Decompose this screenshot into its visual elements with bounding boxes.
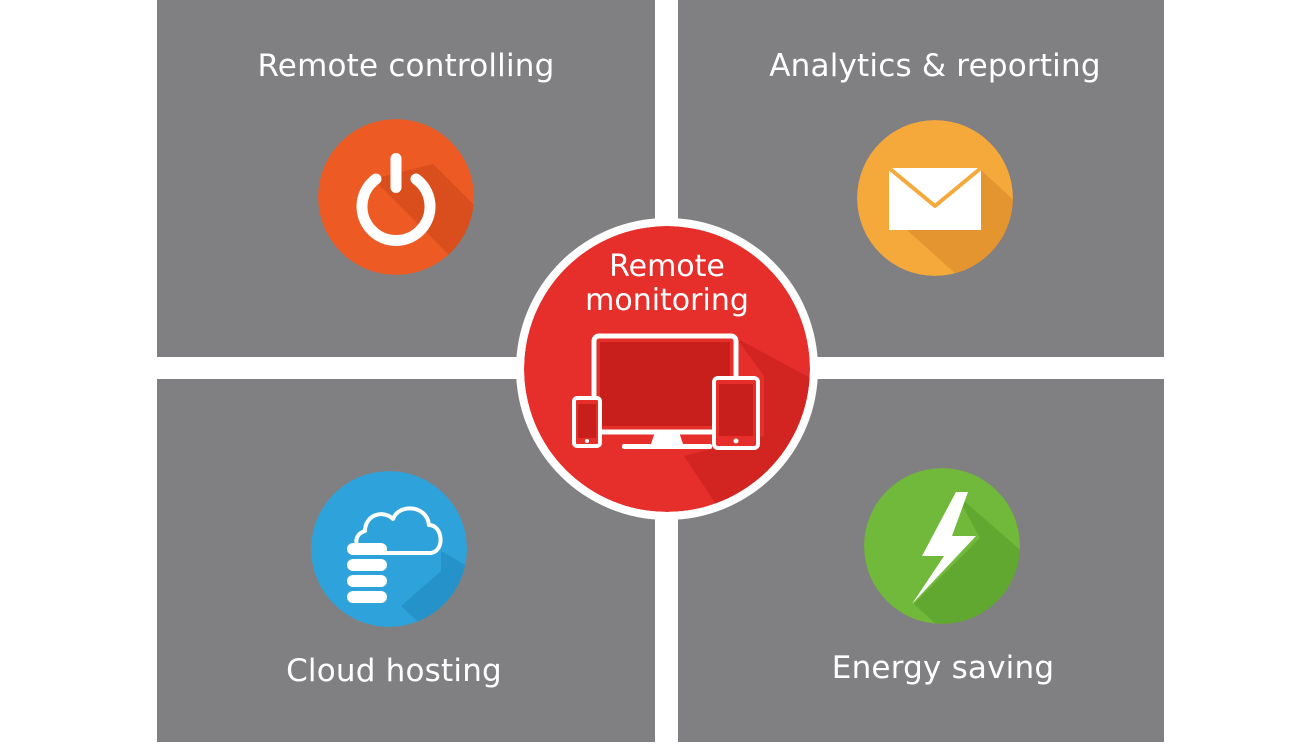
label-energy-saving: Energy saving xyxy=(831,650,1055,686)
lightning-icon xyxy=(864,468,1020,624)
cloud-hosting-circle xyxy=(311,471,467,627)
center-title-line2: monitoring xyxy=(585,283,749,318)
analytics-reporting-circle xyxy=(857,120,1013,276)
energy-saving-circle xyxy=(864,468,1020,624)
power-icon xyxy=(318,119,474,275)
cloud-database-icon xyxy=(311,471,467,627)
envelope-icon xyxy=(857,120,1013,276)
label-analytics-reporting: Analytics & reporting xyxy=(769,48,1101,84)
remote-controlling-circle xyxy=(318,119,474,275)
center-title: Remote monitoring xyxy=(524,250,810,318)
label-remote-controlling: Remote controlling xyxy=(257,48,555,84)
center-title-line1: Remote xyxy=(609,249,725,284)
label-cloud-hosting: Cloud hosting xyxy=(286,653,502,689)
